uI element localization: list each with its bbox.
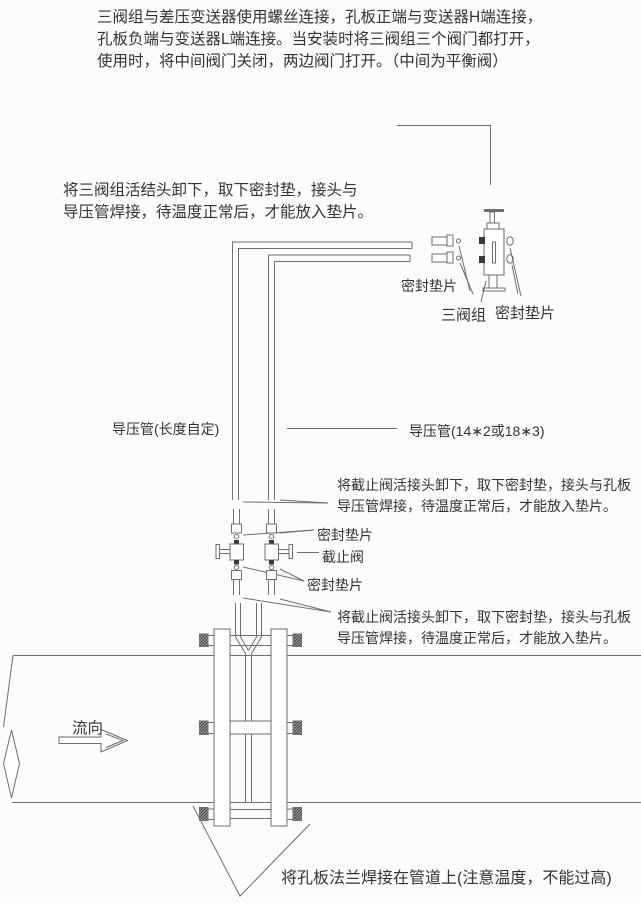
stop-valve-note-bottom-line1: 将截止阀活接头卸下，取下密封垫，接头与孔板 (337, 609, 631, 625)
seal-gasket-label-manifold-right: 密封垫片 (495, 305, 556, 322)
union-bolt-drawings (431, 234, 461, 264)
top-note-line3: 使用时，将中间阀门关闭，两边阀门打开。（中间为平衡阀） (97, 53, 508, 70)
seal-gasket-lower-label: 密封垫片 (307, 577, 363, 593)
valve-label-leaders (242, 499, 332, 613)
stop-valve-left-drawing (215, 509, 244, 595)
three-valve-manifold-drawing (479, 209, 514, 292)
seal-gasket-upper-label: 密封垫片 (317, 527, 373, 543)
manifold-leader-line (397, 125, 491, 185)
stop-valve-note-bottom: 将截止阀活接头卸下，取下密封垫，接头与孔板 导压管焊接，待温度正常后，才能放入垫… (337, 607, 631, 649)
flow-arrow (58, 728, 129, 753)
impulse-pipes-drawing (232, 241, 413, 500)
manifold-label-leaders (458, 245, 522, 303)
impulse-pipe-size-label: 导压管(14∗2或18∗3) (409, 423, 545, 439)
stop-valve-right-drawing (264, 509, 293, 595)
manifold-note-line1: 将三阀组活结头卸下，取下密封垫，接头与 (63, 182, 358, 199)
stop-valve-note-bottom-line2: 导压管焊接，待温度正常后，才能放入垫片。 (337, 630, 617, 646)
flange-tap-pipes-drawing (235, 603, 262, 802)
orifice-flange-drawing (199, 628, 302, 827)
top-note-line2: 孔板负端与变送器L端连接。当安装时将三阀组三个阀门都打开， (97, 31, 540, 48)
stop-valve-label: 截止阀 (322, 549, 364, 565)
top-note-line1: 三阀组与差压变送器使用螺丝连接，孔板正端与变送器H端连接， (97, 9, 543, 26)
stop-valve-note-top-line2: 导压管焊接，待温度正常后，才能放入垫片。 (337, 498, 617, 514)
seal-gasket-label-manifold-left: 密封垫片 (401, 278, 457, 294)
main-pipe-drawing (2, 655, 641, 803)
flange-weld-note: 将孔板法兰焊接在管道上(注意温度，不能过高) (281, 870, 612, 887)
manifold-note-line2: 导压管焊接，待温度正常后，才能放入垫片。 (63, 204, 374, 221)
manifold-note: 将三阀组活结头卸下，取下密封垫，接头与 导压管焊接，待温度正常后，才能放入垫片。 (63, 180, 373, 224)
top-note: 三阀组与差压变送器使用螺丝连接，孔板正端与变送器H端连接， 孔板负端与变送器L端… (97, 7, 542, 73)
flow-direction-label: 流向 (72, 720, 104, 737)
three-valve-group-label: 三阀组 (441, 307, 487, 324)
stop-valve-note-top-line1: 将截止阀活接头卸下，取下密封垫，接头与孔板 (337, 477, 631, 493)
weld-note-leader (192, 805, 311, 897)
stop-valve-note-top: 将截止阀活接头卸下，取下密封垫，接头与孔板 导压管焊接，待温度正常后，才能放入垫… (337, 475, 631, 517)
impulse-pipe-length-label: 导压管(长度自定) (112, 421, 220, 437)
